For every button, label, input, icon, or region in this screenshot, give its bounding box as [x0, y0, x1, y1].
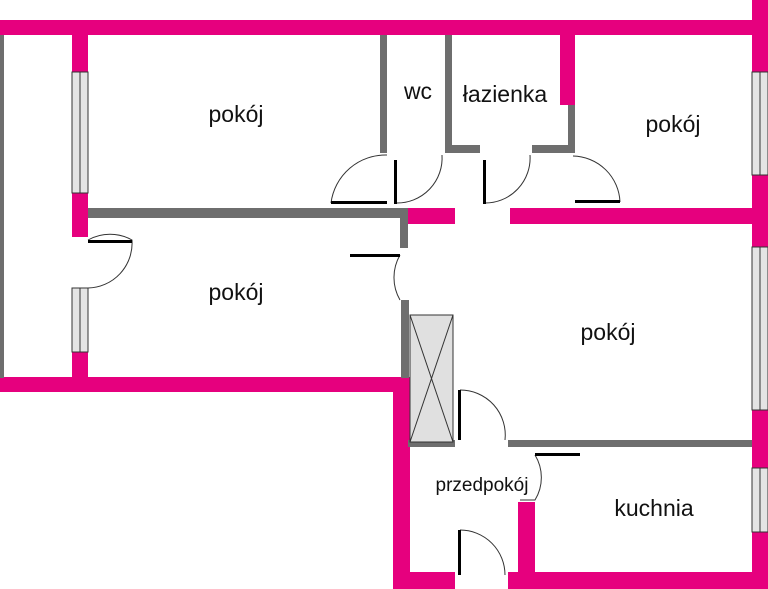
- interior-walls: [0, 35, 752, 447]
- room-label-bathroom: łazienka: [463, 81, 548, 107]
- windows: [71, 71, 768, 533]
- room-label-middle-left: pokój: [209, 279, 264, 305]
- room-label-hallway: przedpokój: [436, 475, 529, 496]
- room-label-middle-right: pokój: [581, 319, 636, 345]
- ventilation-shaft: [409, 314, 454, 443]
- room-label-top-left: pokój: [209, 101, 264, 127]
- room-labels: pokój wc łazienka pokój pokój pokój prze…: [209, 78, 701, 521]
- doors: [87, 154, 621, 576]
- room-label-top-right: pokój: [646, 111, 701, 137]
- room-label-wc: wc: [403, 78, 432, 104]
- room-label-kitchen: kuchnia: [614, 495, 693, 521]
